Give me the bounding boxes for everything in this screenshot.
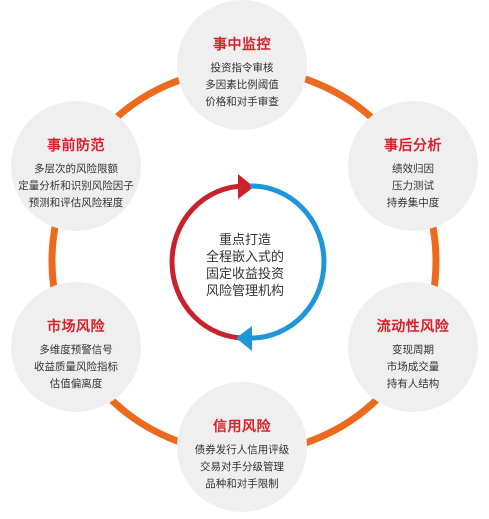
node-title: 事中监控 xyxy=(213,37,271,53)
node-line: 持券集中度 xyxy=(386,197,440,209)
node-line: 多因素比例阈值 xyxy=(205,79,279,91)
node-line: 多维度预警信号 xyxy=(39,344,113,356)
node-line: 变现周期 xyxy=(392,344,434,356)
node-line: 价格和对手审查 xyxy=(205,96,279,108)
node-post-analysis: 事后分析 绩效归因 压力测试 持券集中度 xyxy=(348,101,478,231)
center-line: 风险管理机构 xyxy=(205,284,284,299)
node-line: 多层次的风险限额 xyxy=(34,163,118,175)
node-line: 投资指令审核 xyxy=(210,62,274,74)
center-line: 全程嵌入式的 xyxy=(205,250,284,265)
node-monitoring: 事中监控 投资指令审核 多因素比例阈值 价格和对手审查 xyxy=(177,0,307,130)
node-line: 绩效归因 xyxy=(392,163,434,175)
cycle-arrowhead-blue xyxy=(236,326,252,351)
node-title: 事后分析 xyxy=(384,138,442,154)
node-market-risk: 市场风险 多维度预警信号 收益质量风险指标 估值偏离度 xyxy=(11,282,141,412)
node-line: 持有人结构 xyxy=(386,378,440,390)
center-line: 重点打造 xyxy=(218,233,271,248)
cycle-arrowhead-red xyxy=(238,174,254,199)
node-line: 估值偏离度 xyxy=(49,378,103,390)
node-line: 债券发行人信用评级 xyxy=(194,444,290,456)
node-liquidity-risk: 流动性风险 变现周期 市场成交量 持有人结构 xyxy=(348,282,478,412)
center-line: 固定收益投资 xyxy=(205,267,284,282)
node-title: 流动性风险 xyxy=(376,319,450,335)
cycle-arrow-blue xyxy=(249,183,327,341)
node-title: 事前防范 xyxy=(47,138,105,154)
center-statement: 重点打造 全程嵌入式的 固定收益投资 风险管理机构 xyxy=(184,232,306,300)
node-line: 定量分析和识别风险因子 xyxy=(18,180,134,192)
node-line: 品种和对手限制 xyxy=(205,478,279,490)
node-line: 压力测试 xyxy=(392,180,434,192)
node-line: 市场成交量 xyxy=(386,361,440,373)
node-line: 预测和评估风险程度 xyxy=(28,197,124,209)
node-line: 交易对手分级管理 xyxy=(200,461,284,473)
node-title: 市场风险 xyxy=(47,319,105,335)
node-prevention: 事前防范 多层次的风险限额 定量分析和识别风险因子 预测和评估风险程度 xyxy=(11,101,141,231)
node-credit-risk: 信用风险 债券发行人信用评级 交易对手分级管理 品种和对手限制 xyxy=(177,382,307,512)
node-line: 收益质量风险指标 xyxy=(34,361,118,373)
cycle-arrow-red xyxy=(169,183,247,341)
node-title: 信用风险 xyxy=(213,419,271,435)
